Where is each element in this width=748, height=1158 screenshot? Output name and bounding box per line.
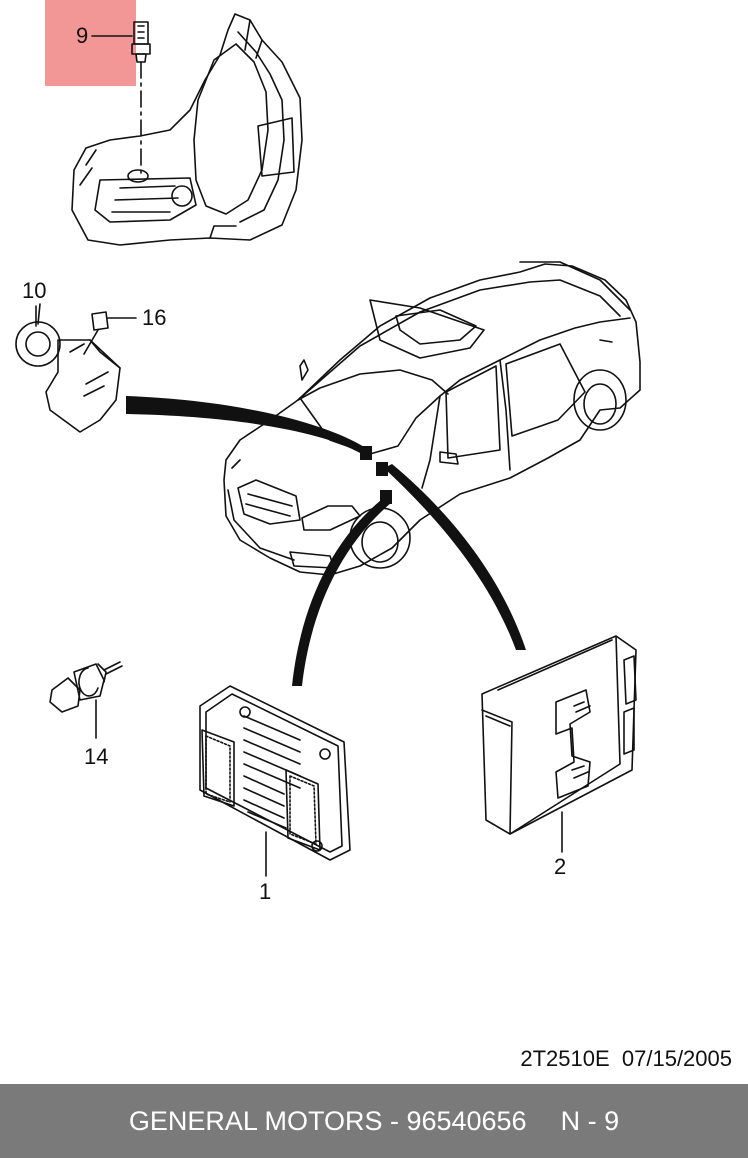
parts-diagram: [15, 13, 641, 877]
drawing-code: 2T2510E 07/15/2005: [520, 1046, 732, 1071]
footer-part-text: GENERAL MOTORS - 96540656: [128, 1105, 527, 1136]
location-leaders: [126, 396, 526, 686]
part-9-sensor-illustration: [91, 21, 151, 177]
part-10-module-illustration: [15, 303, 137, 433]
callout-1: 1: [259, 879, 272, 904]
footer-bar: GENERAL MOTORS - 96540656 N - 9: [0, 1084, 748, 1158]
callout-10: 10: [22, 278, 47, 303]
part-1-ecu-illustration: [199, 685, 351, 877]
location-markers: [360, 446, 392, 504]
callout-16: 16: [142, 305, 167, 330]
callout-2: 2: [554, 854, 567, 879]
callout-14: 14: [84, 744, 109, 769]
part-2-ecu-illustration: [481, 635, 637, 853]
part-14-sensor-illustration: [49, 661, 123, 739]
callout-highlight: [45, 0, 136, 86]
callout-9: 9: [76, 23, 89, 48]
transmission-housing-illustration: [71, 13, 303, 246]
footer-ref-text: N - 9: [560, 1105, 620, 1136]
